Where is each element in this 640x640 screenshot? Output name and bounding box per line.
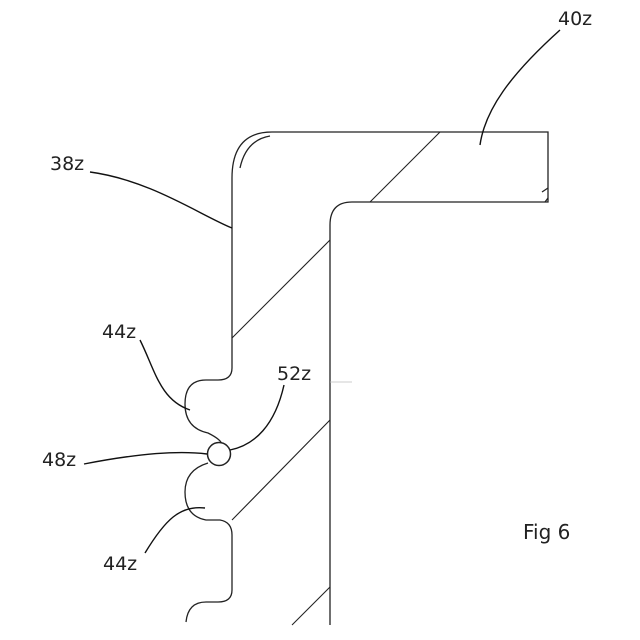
part-outline-lower: [185, 463, 232, 622]
label-38z: 38z: [50, 153, 84, 175]
leader-44z-top: [140, 340, 190, 410]
section-hatching: [232, 132, 440, 625]
part-outline: [185, 132, 548, 625]
seal-circle: [208, 443, 231, 466]
corner-fillet-right: [542, 188, 548, 202]
figure-label: Fig 6: [523, 520, 570, 544]
label-44z-top: 44z: [102, 321, 136, 343]
label-44z-bottom: 44z: [103, 553, 137, 575]
label-48z: 48z: [42, 449, 76, 471]
leader-44z-bottom: [145, 508, 205, 553]
leader-52z: [230, 385, 284, 450]
leader-40z: [480, 30, 560, 145]
label-40z: 40z: [558, 8, 592, 30]
leader-38z: [90, 172, 232, 228]
label-52z: 52z: [277, 363, 311, 385]
leader-48z: [84, 453, 207, 464]
